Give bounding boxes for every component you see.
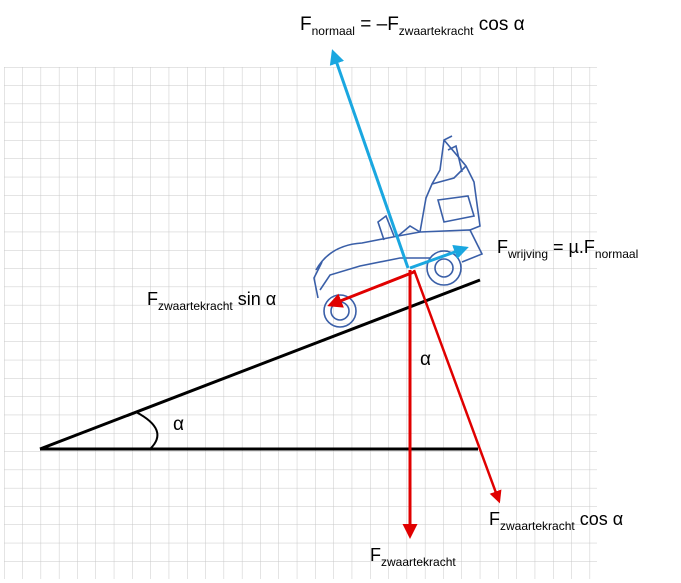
angle-arc [135,411,159,450]
incline-line [39,278,481,451]
gravity-parallel-label: Fzwaartekracht sin α [147,289,276,313]
grid-background [4,67,597,579]
friction-force-label: Fwrijving = µ.Fnormaal [497,237,638,261]
normal-force-label: Fnormaal = –Fzwaartekracht cos α [300,14,525,38]
gravity-perpendicular-label: Fzwaartekracht cos α [489,509,623,533]
alpha-label-top: α [420,349,431,370]
gravity-force-label: Fzwaartekracht [370,545,456,569]
normal-force-arrow [329,49,410,269]
gravity-perpendicular-arrow [412,269,502,504]
alpha-label-bottom: α [173,414,184,435]
friction-force-arrow [409,244,469,270]
gravity-parallel-arrow [327,270,415,308]
